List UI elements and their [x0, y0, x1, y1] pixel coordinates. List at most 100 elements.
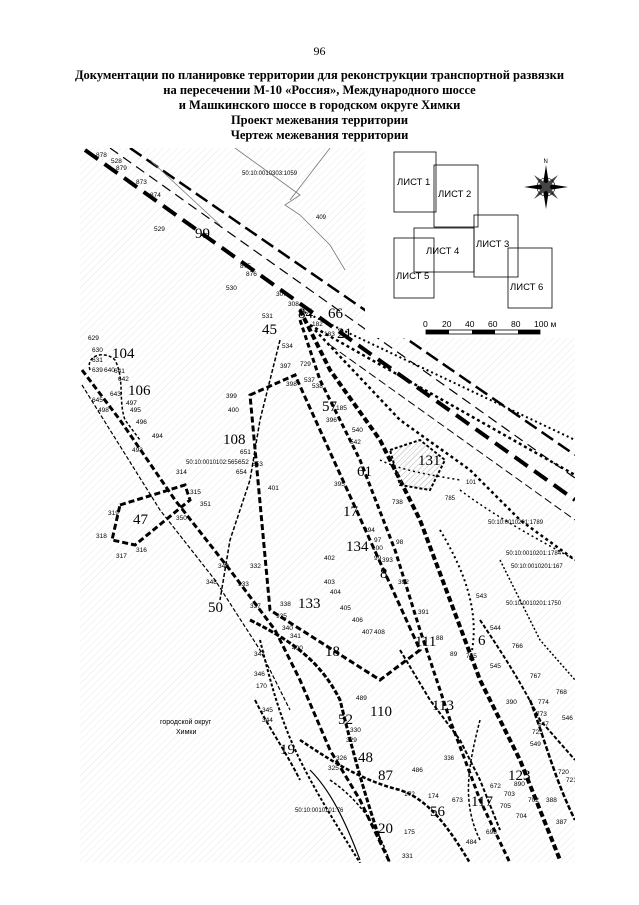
point-label: 673: [452, 797, 463, 804]
point-label: 398: [286, 381, 297, 388]
point-label: 531: [262, 313, 273, 320]
point-label: 545: [490, 663, 501, 670]
point-label: 494: [152, 433, 163, 440]
point-label: 878: [96, 152, 107, 159]
cadastral-label: 50:10:0010101:76: [295, 808, 344, 814]
parcel-108-outline: [248, 373, 422, 682]
parcel-number: 19: [280, 742, 295, 758]
point-label: 333: [238, 581, 249, 588]
title-line: Документации по планировке территории дл…: [74, 68, 565, 82]
highway-lines: [83, 148, 575, 521]
cadastral-label: 50:10:0010303:1059: [242, 171, 298, 177]
title-line: Чертеж межевания территории: [230, 128, 409, 142]
point-label: 879: [116, 165, 127, 172]
cadastral-label: 409: [316, 215, 327, 221]
sheet-5-frame: [393, 237, 435, 299]
point-label: 725: [532, 729, 543, 736]
parcel-number: 117: [471, 794, 493, 810]
point-label: 490: [292, 645, 303, 652]
point-label: 497: [126, 400, 137, 407]
point-label: 645: [92, 397, 103, 404]
point-label: 774: [538, 699, 549, 706]
point-label: 182: [312, 321, 323, 328]
point-label: 89: [450, 651, 458, 658]
cadastral-label: 50:10:0010201:167: [511, 564, 563, 570]
point-label: 498: [98, 407, 109, 414]
point-label: 395: [334, 481, 345, 488]
point-label: 403: [324, 579, 335, 586]
point-label: 493: [132, 447, 143, 454]
point-label: 88: [436, 635, 444, 642]
point-label: 98: [396, 539, 404, 546]
cadastral-label: 50:10:0010201:1750: [506, 601, 562, 607]
parcel-number: 131: [418, 453, 441, 469]
area-label: городской округ: [160, 718, 212, 726]
area-label: Химки: [176, 729, 196, 736]
parcel-number: 133: [298, 596, 321, 612]
parcel-number: 6: [478, 633, 486, 649]
point-label: 344: [262, 717, 273, 724]
point-label: 326: [336, 755, 347, 762]
parcel-number: 108: [223, 432, 246, 448]
point-label: 346: [254, 671, 265, 678]
scale-label: 100 м: [534, 319, 557, 329]
sheet-index-inset: ЛИСТ 1 ЛИСТ 2 ЛИСТ 3 ЛИСТ 4 ЛИСТ 5 ЛИСТ …: [365, 148, 575, 338]
point-label: 529: [154, 226, 165, 233]
point-label: 653: [252, 461, 263, 468]
sheet-label: ЛИСТ 5: [396, 271, 429, 282]
point-label: 693: [486, 829, 497, 836]
point-label: 639: [92, 367, 103, 374]
sheet-4-frame: [413, 227, 475, 273]
point-label: 547: [538, 721, 549, 728]
point-label: 651: [240, 449, 251, 456]
scale-label: 60: [488, 319, 498, 329]
point-label: 486: [412, 767, 423, 774]
cadastral-labels: 50:10:0010303:1059 409 50:10:0010102:565…: [186, 171, 563, 814]
point-label: 345: [262, 707, 273, 714]
title-line: Проект межевания территории: [230, 113, 409, 127]
point-label: 390: [506, 699, 517, 706]
point-label: 549: [530, 741, 541, 748]
point-label: 392: [398, 579, 409, 586]
point-label: 702: [528, 797, 539, 804]
point-label: 766: [512, 643, 523, 650]
corridor-parcels: [219, 309, 575, 863]
point-label: 773: [536, 711, 547, 718]
point-label: 331: [402, 853, 413, 860]
parcel-131-outline: [388, 438, 447, 492]
point-label: 405: [340, 605, 351, 612]
point-label: 99: [374, 555, 382, 562]
parcel-number: 104: [112, 346, 135, 362]
point-label: 185: [336, 405, 347, 412]
point-label: 720: [558, 769, 569, 776]
point-label: 404: [330, 589, 341, 596]
parcel-number: 57: [322, 399, 338, 415]
point-label: 396: [326, 417, 337, 424]
point-label: 351: [200, 501, 211, 508]
cadastral-label: 50:10:0010201:1789: [488, 520, 544, 526]
point-label: 890: [514, 781, 525, 788]
point-label: 729: [300, 361, 311, 368]
title-line: на пересечении М-10 «Россия», Международ…: [163, 83, 476, 97]
sheet-label: ЛИСТ 6: [510, 282, 543, 293]
point-label: 406: [352, 617, 363, 624]
point-label: 543: [476, 593, 487, 600]
compass-north-label: N: [544, 159, 548, 165]
sheet-label: ЛИСТ 3: [476, 239, 509, 250]
sheet-2-frame: [433, 164, 479, 228]
point-label: 544: [490, 625, 501, 632]
point-label: 319: [108, 510, 119, 517]
cadastral-label: 50:10:0010201:1784: [506, 551, 562, 557]
point-label: 308: [288, 301, 299, 308]
parcel-number: 110: [370, 704, 392, 720]
point-label: 340: [282, 625, 293, 632]
point-label: 400: [228, 407, 239, 414]
parcel-number: 47: [133, 512, 149, 528]
point-label: 630: [92, 347, 103, 354]
point-label: 172: [404, 791, 415, 798]
scale-label: 20: [442, 319, 452, 329]
point-label: 318: [96, 533, 107, 540]
point-label: 489: [356, 695, 367, 702]
point-label: 407: [362, 629, 373, 636]
point-labels: 878 528 879 873 874 529 875 876 530 307 …: [88, 152, 575, 860]
